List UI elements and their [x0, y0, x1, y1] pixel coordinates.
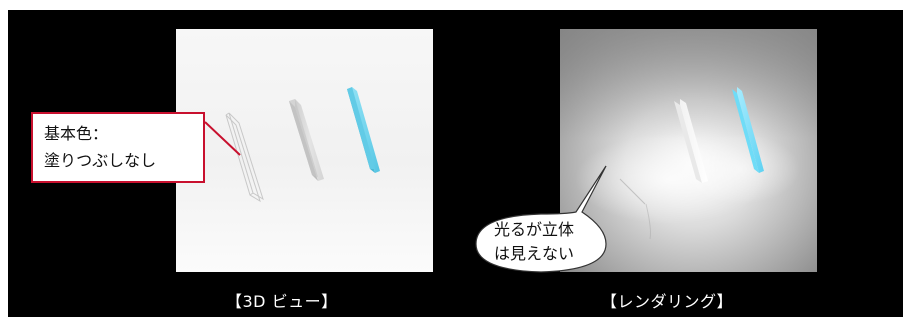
base-color-callout: 基本色： 塗りつぶしなし [31, 112, 205, 183]
callout-line-1: 基本色： [44, 124, 109, 143]
3d-view-image [176, 29, 433, 272]
gray-glass-panel [289, 99, 324, 181]
bubble-line-2: は見えない [493, 244, 574, 263]
rendering-image [560, 29, 817, 272]
speech-bubble-text: 光るが立体 は見えない [474, 218, 594, 266]
callout-leader-line [204, 121, 241, 156]
rendering-caption: 【レンダリング】 [601, 292, 734, 311]
rendering-scene [560, 29, 817, 272]
speech-bubble [475, 165, 607, 273]
3d-view-scene [225, 87, 380, 203]
callout-line-2: 塗りつぶしなし [44, 151, 157, 170]
white-glowing-panel [674, 99, 708, 183]
blue-glass-panel [347, 87, 380, 173]
3d-view-caption: 【3D ビュー】 [226, 292, 338, 311]
wireframe-panel [225, 112, 264, 203]
bubble-line-1: 光るが立体 [493, 220, 574, 239]
blue-glowing-panel [732, 87, 764, 173]
